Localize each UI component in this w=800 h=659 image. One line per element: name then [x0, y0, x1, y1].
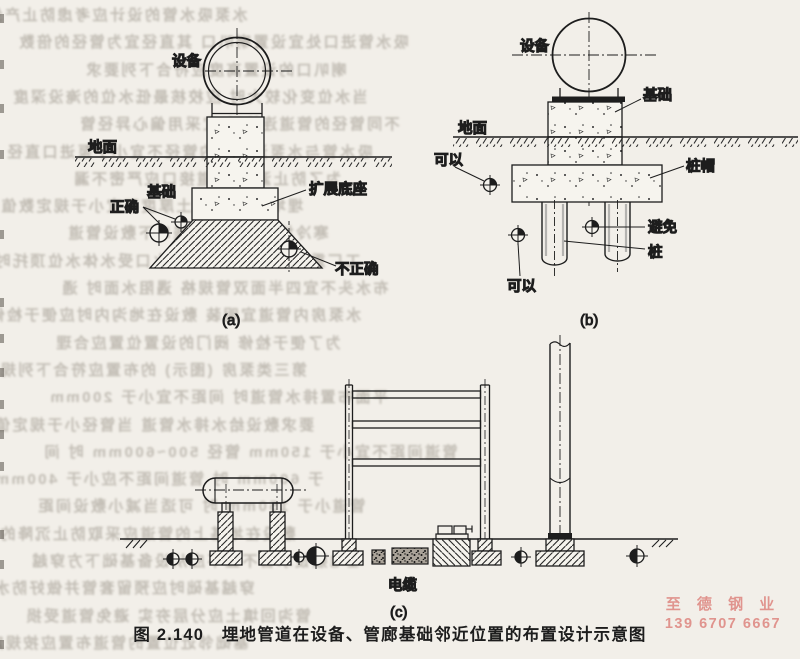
rack-footing-left — [332, 538, 364, 566]
diagram-c: 电缆 (c) — [120, 335, 678, 622]
pile-leader-line — [563, 240, 646, 250]
ground-hatch — [453, 138, 798, 147]
incorrect-label: 不正确 — [335, 260, 379, 278]
expanded-base-label: 扩展底座 — [309, 180, 367, 198]
ground-label: 地面 — [88, 138, 117, 156]
pipe-symbol — [626, 545, 648, 567]
equipment-label: 设备 — [520, 37, 549, 55]
print-artifact — [0, 462, 4, 471]
print-artifact — [0, 14, 4, 23]
pipe-symbol-correct-large — [146, 220, 172, 246]
pipe-symbol-large — [303, 543, 329, 569]
pile-left — [541, 200, 568, 276]
vessel-saddle-left — [209, 502, 243, 566]
cable-duct-large — [391, 547, 429, 565]
print-artifact — [0, 298, 4, 307]
equipment-stand — [211, 103, 263, 117]
pile-label: 桩 — [648, 243, 663, 261]
pipe-symbol-ok-top — [480, 175, 500, 195]
equipment-shell-inner — [207, 41, 267, 101]
expanded-base-leader-line — [261, 189, 307, 207]
rack-footing-right — [471, 538, 502, 566]
pile-cap-leader-line — [649, 165, 685, 179]
watermark-company: 至 德 钢 业 — [665, 596, 781, 613]
pipe-symbol — [182, 549, 202, 569]
pipe-symbol — [163, 549, 183, 569]
vessel-saddle-right — [258, 502, 292, 566]
print-artifact — [0, 530, 4, 539]
ground-hatch — [75, 158, 392, 167]
correct-label: 正确 — [110, 198, 139, 216]
avoid-label: 避免 — [648, 218, 677, 236]
foundation-label: 基础 — [642, 86, 672, 104]
print-artifact — [0, 560, 4, 569]
pipe-symbol — [511, 547, 531, 567]
equipment-shell — [551, 17, 627, 93]
foundation-leader-line — [614, 98, 642, 113]
equipment-stand — [559, 88, 619, 97]
print-artifact — [0, 400, 4, 409]
equipment-shell — [202, 36, 272, 106]
foundation-above-ground — [547, 101, 623, 138]
pipe-symbol — [291, 549, 307, 565]
pile-cap — [511, 164, 663, 203]
incorrect-leader-line — [300, 251, 337, 267]
print-artifact — [0, 104, 4, 113]
pump-on-block — [432, 525, 473, 567]
pile-cap-label: 桩帽 — [686, 157, 715, 175]
diagram-b: 设备 基础 地面 桩帽 可以 避免 桩 可以 (b) — [434, 12, 798, 330]
print-artifact — [0, 150, 4, 159]
tall-vessel — [548, 335, 572, 548]
base-plate — [552, 96, 625, 102]
pipe-rack — [344, 379, 491, 548]
sub-label-c: (c) — [390, 604, 408, 621]
diagram-a: 设备 地面 基础 正确 扩展底座 不正确 (a) — [75, 28, 392, 330]
foundation-label: 基础 — [146, 183, 176, 201]
figure-caption: 图 2.140 埋地管道在设备、管廊基础邻近位置的布置设计示意图 — [133, 626, 647, 644]
print-artifact — [0, 368, 4, 377]
print-artifact — [0, 60, 4, 69]
print-artifact — [0, 334, 4, 343]
print-artifact — [0, 230, 4, 239]
sub-label-a: (a) — [222, 312, 240, 329]
cable-duct-small — [371, 549, 386, 565]
equipment-label: 设备 — [172, 52, 201, 70]
print-artifact — [0, 430, 4, 439]
ok-bottom-label: 可以 — [507, 278, 536, 295]
pedestal-above-ground — [206, 116, 265, 158]
pipe-symbol-avoid — [582, 217, 602, 237]
pile-right — [604, 200, 631, 272]
pipe-symbol-incorrect — [277, 237, 301, 261]
ok-bottom-leader-line — [517, 242, 521, 277]
ground-hatch-right — [651, 539, 674, 548]
ok-top-label: 可以 — [434, 152, 463, 169]
print-artifact — [0, 640, 4, 649]
ok-top-leader-line — [454, 166, 485, 182]
horizontal-vessel — [195, 477, 307, 504]
watermark: 至 德 钢 业 139 6707 6667 — [648, 596, 798, 633]
watermark-phone: 139 6707 6667 — [664, 615, 782, 632]
sub-label-b: (b) — [580, 312, 598, 329]
correct-leader-lines — [142, 206, 176, 227]
pipe-symbol-correct-small — [171, 212, 191, 232]
foundation-block — [191, 187, 279, 221]
ground-hatch-left — [125, 539, 148, 549]
cable-label: 电缆 — [388, 576, 417, 594]
ground-label: 地面 — [458, 119, 487, 137]
expanded-base-footing — [148, 219, 324, 269]
pipe-symbol-ok-bottom — [508, 225, 528, 245]
tall-vessel-footing — [535, 538, 585, 567]
